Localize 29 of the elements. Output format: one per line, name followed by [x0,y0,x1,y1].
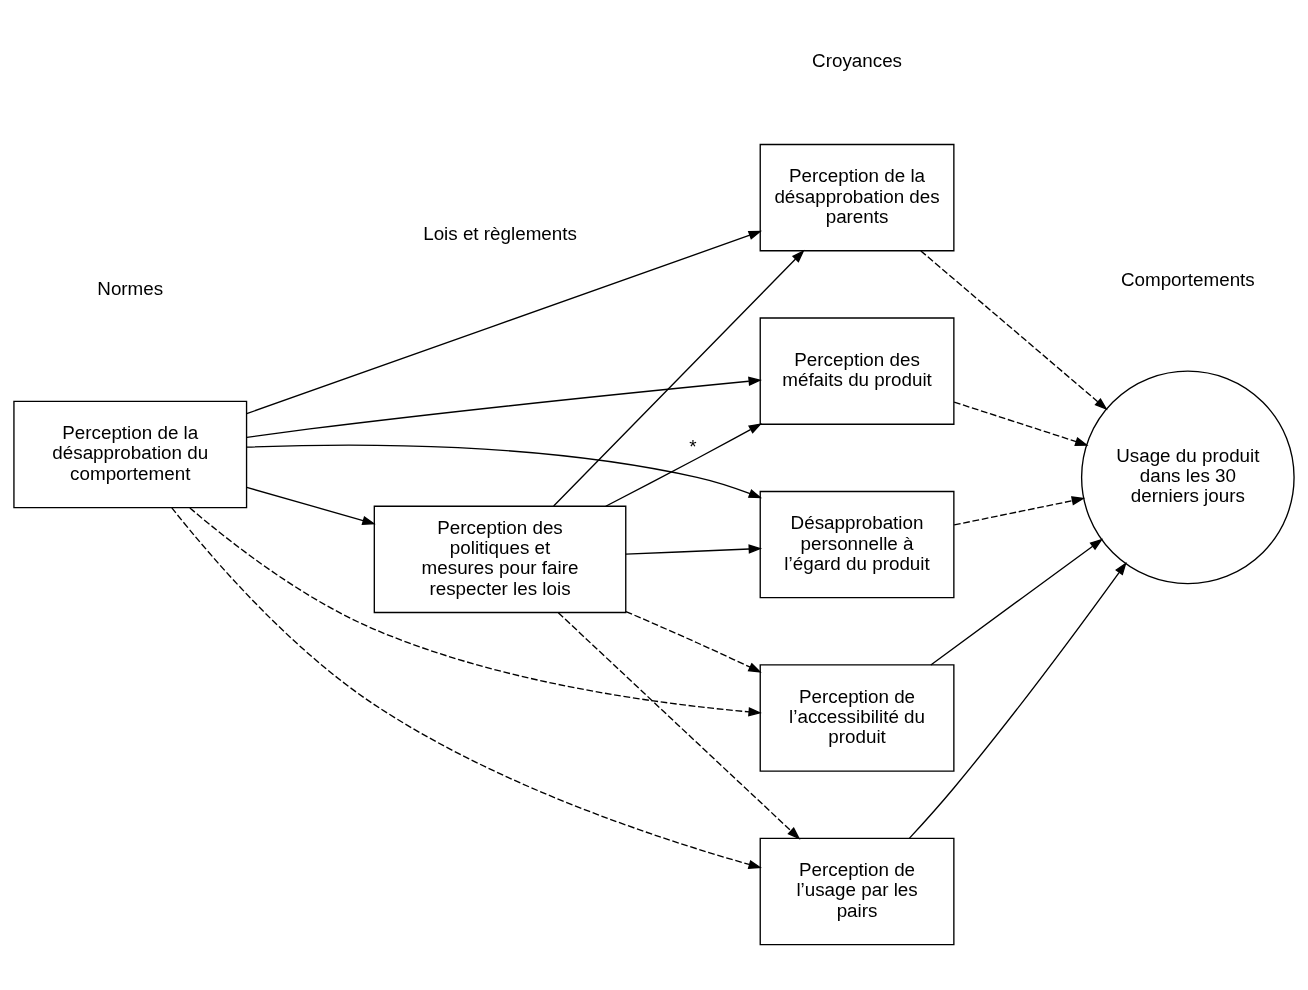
edge-label: * [689,435,697,457]
arrow [953,495,1086,526]
node-box: Perception de l’usage par les pairs [759,837,955,945]
arrow [920,249,1108,410]
node-box: Perception des méfaits du produit [759,316,955,425]
node-circle: Usage du produit dans les 30 derniers jours [1080,369,1295,584]
node-box: Perception de l’accessibilité du produit [759,663,955,772]
arrow [625,610,762,673]
arrow [189,506,762,716]
arrow [553,249,805,507]
arrow [246,376,762,438]
label: Comportements [1120,268,1255,290]
arrow [557,611,801,840]
node-box: Désapprobation personnelle à l’égard du produit [759,490,955,598]
arrow [953,400,1089,446]
label: Normes [97,277,164,299]
arrow [930,538,1104,666]
node-box: Perception des politiques et mesures pour faire respecter les lois [373,505,627,613]
arrow [246,486,376,525]
node-box: Perception de la désapprobation des parents [759,143,955,251]
label: Croyances [812,49,903,71]
arrow [908,561,1127,839]
arrow [246,443,763,498]
label: Lois et règlements [423,222,577,244]
arrow [246,230,763,414]
arrow [605,422,763,507]
arrow [171,506,762,869]
arrow [625,543,763,555]
node-box: Perception de la désapprobation du comportement [13,400,248,508]
